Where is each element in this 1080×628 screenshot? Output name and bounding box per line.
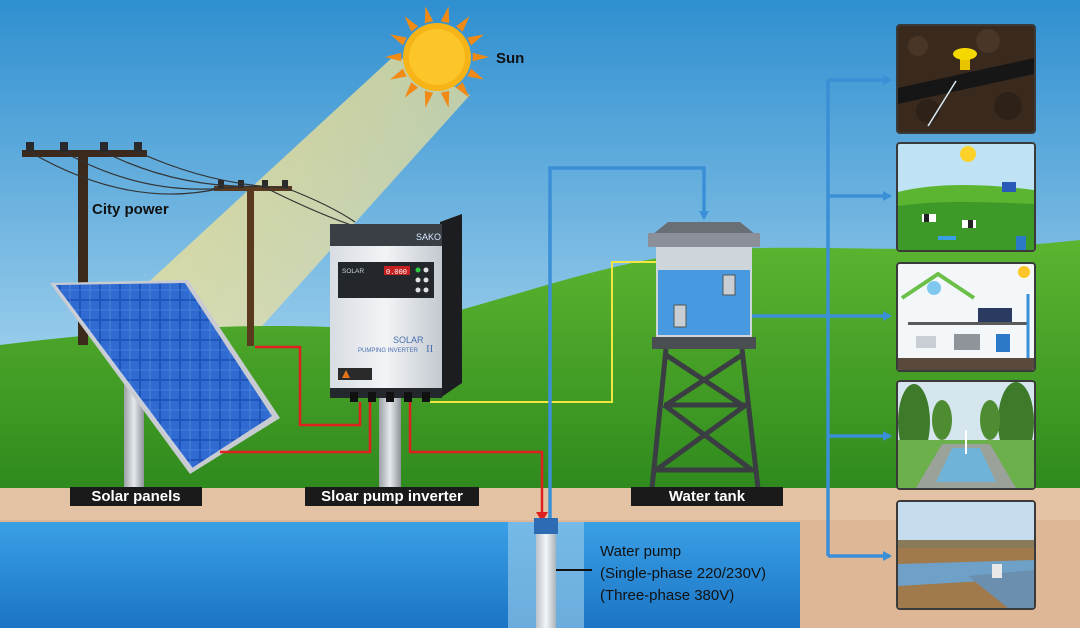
water-tower xyxy=(648,222,761,489)
inverter-brand: SAKO xyxy=(416,232,441,242)
sun-ray xyxy=(424,6,434,24)
application-household-supply xyxy=(896,262,1036,372)
solar-panels-label: Solar panels xyxy=(70,487,202,506)
sun-ray xyxy=(472,52,489,62)
sun-ray xyxy=(385,52,402,62)
livestock-farm-image xyxy=(898,144,1034,250)
sun-icon xyxy=(385,6,489,108)
water-flow-lines xyxy=(548,75,892,561)
application-livestock-farm xyxy=(896,142,1036,252)
water-pump-label: Water pump (Single-phase 220/230V) (Thre… xyxy=(600,541,766,607)
sun-ray xyxy=(440,90,450,108)
grass-hills xyxy=(0,240,1080,490)
pump-head xyxy=(534,518,558,534)
sun-ray xyxy=(390,68,407,80)
red-arrow-head xyxy=(536,512,548,522)
sun-ray xyxy=(467,34,484,46)
inverter-display: 0.000 xyxy=(386,269,407,277)
dc-power-lines xyxy=(220,345,544,518)
household-supply-image xyxy=(898,264,1034,370)
application-garden-fountain xyxy=(896,380,1036,490)
sun-label: Sun xyxy=(496,50,525,67)
solar-panel xyxy=(50,280,280,474)
solar-panel-pole xyxy=(124,380,144,490)
city-power-label: City power xyxy=(92,201,169,218)
inverter-label: Sloar pump inverter xyxy=(305,487,479,506)
application-field-irrigation xyxy=(896,500,1036,610)
sun-ray xyxy=(467,68,484,80)
inverter-roman: II xyxy=(426,343,434,355)
sun-ray xyxy=(440,6,450,24)
sun-ray xyxy=(455,16,470,32)
sun-ray xyxy=(424,90,434,108)
water-pump-title: Water pump xyxy=(600,543,682,560)
sun-ray xyxy=(404,16,419,32)
water-pump-single-phase: (Single-phase 220/230V) xyxy=(600,565,766,582)
drip-irrigation-image xyxy=(898,26,1034,132)
garden-fountain-image xyxy=(898,382,1034,488)
sun-ray xyxy=(455,82,470,98)
sun-beam xyxy=(140,55,470,345)
utility-pole-1 xyxy=(22,142,147,345)
sun-ray xyxy=(404,82,419,98)
inverter-pole xyxy=(379,385,401,490)
underground-water xyxy=(0,522,800,628)
field-irrigation-image xyxy=(898,502,1034,608)
water-pump-three-phase: (Three-phase 380V) xyxy=(600,587,735,604)
water-tank-label: Water tank xyxy=(631,487,783,506)
sun-ray xyxy=(390,34,407,46)
inverter-screen-title: SOLAR xyxy=(342,268,364,275)
pump-pipe xyxy=(536,522,556,628)
pump-inverter: SAKO 0.000 SOLAR SOLAR PUMPING INVERTER … xyxy=(330,214,462,402)
inverter-front-text-1: SOLAR xyxy=(393,335,424,345)
application-drip-irrigation xyxy=(896,24,1036,134)
inverter-front-text-2: PUMPING INVERTER xyxy=(358,348,419,354)
power-wires xyxy=(29,151,361,229)
